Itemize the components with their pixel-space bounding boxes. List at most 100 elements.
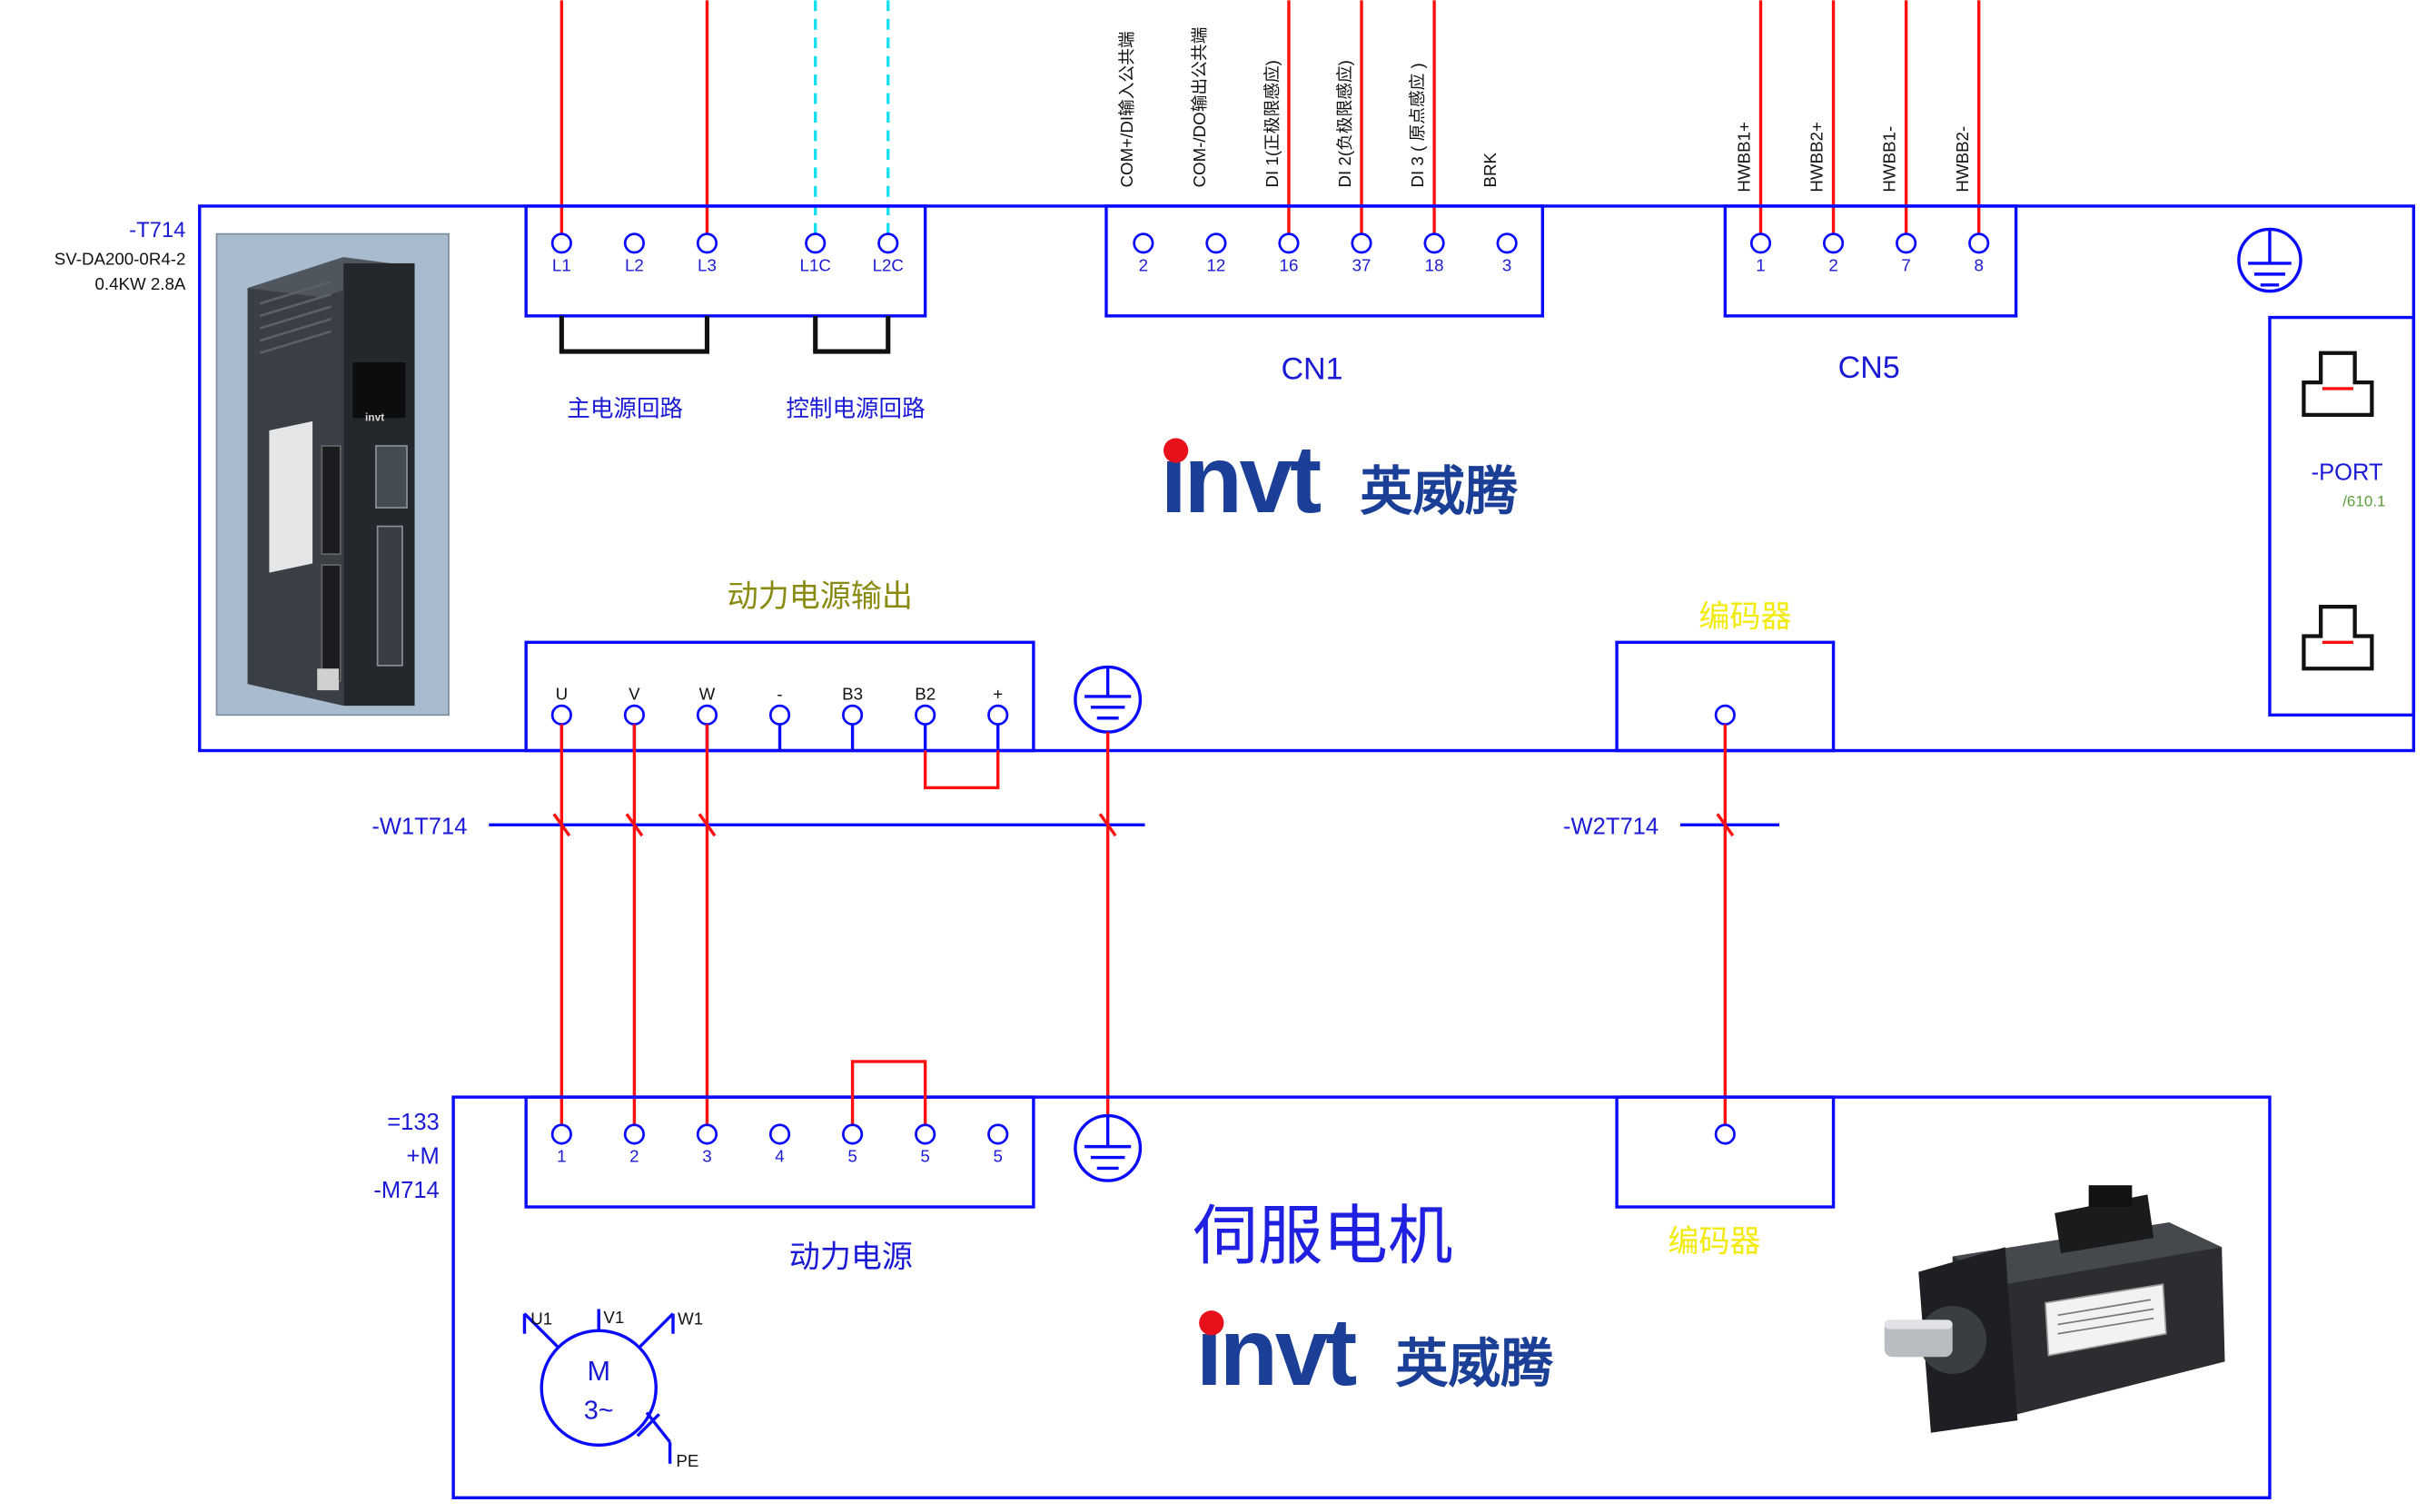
cn5-connector: 1 2 7 8 HWBB1+ HWBB2+ HWBB1- HWBB2- CN5 — [1723, 122, 2018, 385]
cn1-pin-signal: DI 2(负极限感应) — [1335, 60, 1354, 187]
cn5-pin — [1896, 232, 1917, 254]
terminal-l1 — [550, 232, 572, 254]
svg-text:invt: invt — [365, 411, 384, 424]
cn5-pin-number: 8 — [1974, 255, 1983, 274]
port-block: -PORT /610.1 — [2268, 315, 2416, 717]
cn1-pin-number: 16 — [1280, 255, 1299, 274]
power-input-block: L1 L2 L3 L1C L2C 主电源回路 控制电源回路 — [524, 204, 927, 422]
motor-terminal — [623, 1123, 645, 1145]
motor-terminal — [915, 1123, 936, 1145]
terminal-label: L2C — [873, 255, 904, 274]
drive-encoder-label: 编码器 — [1698, 599, 1791, 634]
terminal-label: L3 — [698, 255, 717, 274]
cn1-pin-number: 3 — [1502, 255, 1511, 274]
motor-symbol-u: U1 — [530, 1309, 552, 1329]
power-cable-wires — [559, 724, 1728, 1125]
terminal-label: 3 — [702, 1147, 711, 1166]
drive-designation: -T714 — [129, 218, 185, 242]
motor-designation: =133 — [387, 1110, 440, 1135]
port-reference: /610.1 — [2342, 492, 2385, 509]
motor-outline — [451, 1095, 2272, 1500]
terminal-label: 5 — [994, 1147, 1003, 1166]
invt-logo: invt 英威腾 — [1161, 426, 1520, 533]
terminal-label: L2 — [625, 255, 644, 274]
drive-earth-icon — [2237, 227, 2302, 293]
motor-photo — [1875, 1168, 2241, 1439]
terminal-label: L1 — [552, 255, 571, 274]
cn1-pin-signal: COM+/DI输入公共端 — [1117, 31, 1136, 187]
power-output-title: 动力电源输出 — [728, 579, 913, 614]
terminal-l2 — [623, 232, 645, 254]
terminal-label: + — [993, 684, 1003, 703]
cn5-pin-signal: HWBB2- — [1953, 126, 1972, 193]
cn5-pin — [1968, 232, 1990, 254]
cn1-pin — [1496, 232, 1518, 254]
logo-name: 英威腾 — [1360, 463, 1519, 521]
drive-rating: 0.4KW 2.8A — [95, 274, 186, 293]
cn1-pin-number: 18 — [1425, 255, 1444, 274]
motor-terminal-jumper — [850, 1060, 927, 1125]
power-cable-label: -W1T714 — [371, 815, 467, 840]
motor-power-label: 动力电源 — [789, 1240, 913, 1274]
cn1-pin — [1423, 232, 1445, 254]
terminal-l1c — [805, 232, 827, 254]
encoder-terminal — [1714, 1123, 1736, 1145]
invt-logo: invt 英威腾 — [1196, 1299, 1555, 1406]
main-circuit-bracket — [559, 315, 710, 354]
port-connector-icon — [2302, 604, 2374, 671]
cn1-connector: 2 12 16 37 18 3 COM+/DI输入公共端 COM-/DO输出公共… — [1104, 27, 1545, 387]
terminal-u — [550, 704, 572, 726]
terminal-label: - — [777, 684, 782, 703]
terminal-label: W — [699, 684, 716, 703]
terminal-label: L1C — [800, 255, 831, 274]
brake-resistor-jumper — [923, 750, 1000, 790]
motor-terminal — [550, 1123, 572, 1145]
cn1-pin-signal: COM-/DO输出公共端 — [1190, 27, 1209, 188]
cn1-pin-number: 2 — [1139, 255, 1148, 274]
terminal-label: 5 — [920, 1147, 929, 1166]
cn1-pin-signal: BRK — [1480, 152, 1500, 187]
terminal-plus — [987, 704, 1009, 726]
output-earth-icon — [1074, 665, 1143, 734]
motor-power-block: 1 2 3 4 5 5 5 — [524, 1060, 1035, 1209]
terminal-b2 — [915, 704, 936, 726]
cn1-pin-number: 12 — [1206, 255, 1225, 274]
motor-symbol-w: W1 — [678, 1309, 703, 1329]
cn5-pin-signal: HWBB1- — [1880, 126, 1899, 193]
terminal-w — [696, 704, 718, 726]
terminal-b3 — [842, 704, 864, 726]
terminal-minus — [768, 704, 791, 726]
motor-symbol-m: M — [587, 1356, 610, 1387]
cn5-pin-number: 1 — [1756, 255, 1765, 274]
terminal-label: B2 — [915, 684, 936, 703]
cn5-pin-number: 7 — [1901, 255, 1910, 274]
cn5-label: CN5 — [1838, 351, 1900, 385]
control-circuit-label: 控制电源回路 — [786, 397, 925, 422]
motor-terminal — [696, 1123, 718, 1145]
port-label: -PORT — [2312, 460, 2383, 485]
cn1-pin — [1205, 232, 1227, 254]
motor-encoder-port — [1615, 1095, 1836, 1209]
logo-mark: invt — [1161, 426, 1321, 533]
terminal-v — [623, 704, 645, 726]
cn5-pin-signal: HWBB1+ — [1735, 122, 1754, 193]
terminal-label: 1 — [557, 1147, 566, 1166]
cn1-pin — [1351, 232, 1372, 254]
motor-title: 伺服电机 — [1193, 1200, 1452, 1272]
terminal-l3 — [696, 232, 718, 254]
control-circuit-bracket — [813, 315, 891, 354]
cn1-pin — [1133, 232, 1154, 254]
cn5-pin — [1749, 232, 1772, 254]
cn1-pin-signal: DI 1(正极限感应) — [1263, 60, 1282, 187]
cn5-pin — [1822, 232, 1845, 254]
encoder-cable-label: -W2T714 — [1563, 815, 1659, 840]
power-cable: -W1T714 — [371, 813, 1145, 840]
cn1-pin — [1278, 232, 1300, 254]
motor-terminal — [842, 1123, 864, 1145]
terminal-l2c — [877, 232, 899, 254]
terminal-label: U — [556, 684, 569, 703]
motor-terminal — [987, 1123, 1009, 1145]
terminal-label: B3 — [842, 684, 863, 703]
cn5-pin-signal: HWBB2+ — [1807, 122, 1827, 193]
